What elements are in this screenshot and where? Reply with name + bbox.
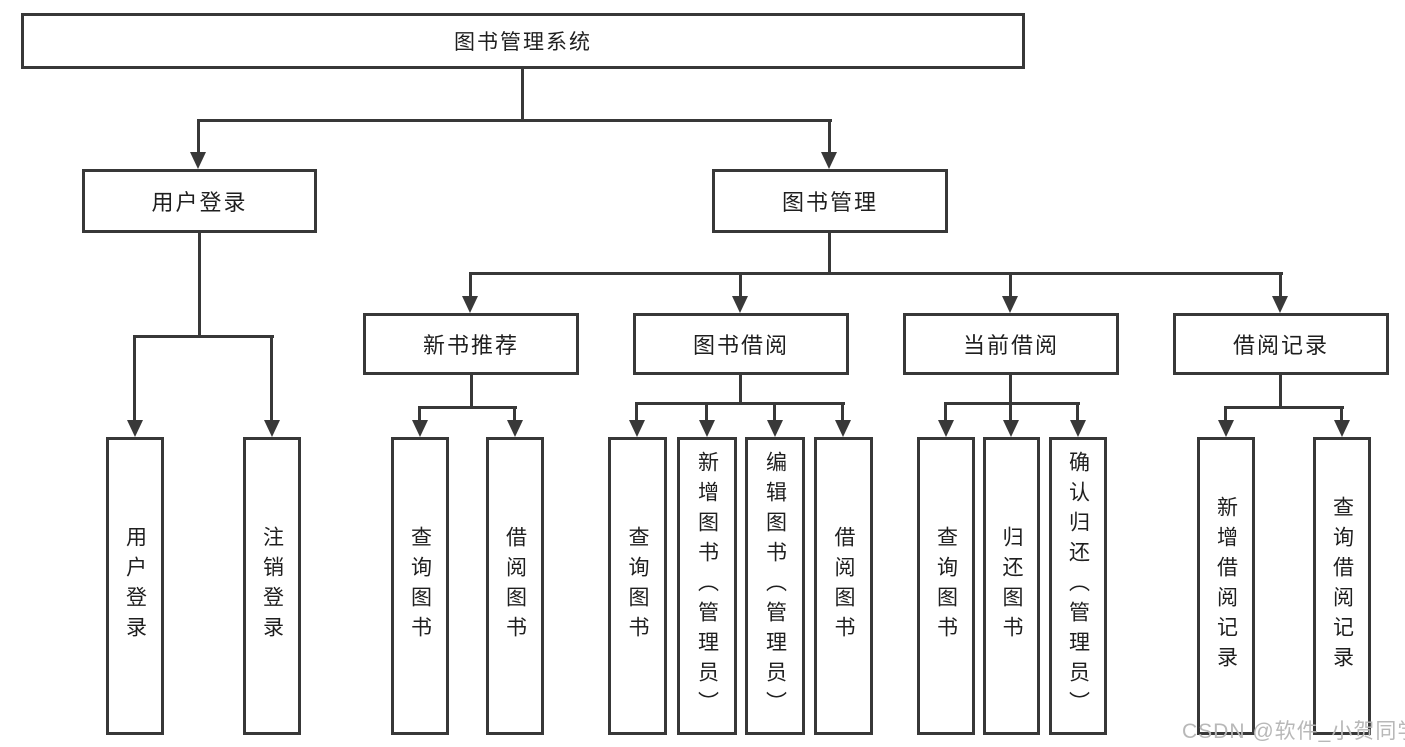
- csdn-watermark: CSDN @软件_小贺同学: [1182, 720, 1405, 743]
- leaf-recommend-query-books-label: 查询图书: [408, 526, 432, 646]
- connector-mgmt-drop: [828, 233, 831, 274]
- connector-level2-bar: [197, 119, 832, 122]
- node-book-management: 图书管理: [712, 169, 948, 233]
- leaf-borrow-edit-books-admin: 编辑图书（管理员）: [745, 437, 805, 735]
- leaf-current-query-books-label: 查询图书: [934, 526, 958, 646]
- node-new-book-recommend-label: 新书推荐: [422, 333, 519, 358]
- leaf-current-confirm-return-admin: 确认归还（管理员）: [1049, 437, 1107, 735]
- connector-book-mgmt-drop: [828, 119, 831, 155]
- connector-records-bar: [1224, 406, 1344, 409]
- arrowhead-recommend-c1: [412, 420, 428, 437]
- leaf-current-confirm-return-admin-label: 确认归还（管理员）: [1066, 451, 1090, 721]
- leaf-borrow-borrow-books-label: 借阅图书: [832, 526, 855, 646]
- leaf-recommend-borrow-books-label: 借阅图书: [503, 526, 527, 646]
- connector-borrow-c4: [841, 402, 844, 422]
- arrowhead-borrow-c2: [699, 420, 715, 437]
- connector-recommend-drop-in: [469, 272, 472, 298]
- node-user-login-label: 用户登录: [151, 190, 248, 215]
- connector-borrow-bar: [635, 402, 845, 405]
- arrowhead-user-login: [190, 152, 206, 169]
- node-book-borrow: 图书借阅: [633, 313, 849, 375]
- arrowhead-records-c2: [1334, 420, 1350, 437]
- leaf-borrow-edit-books-admin-label: 编辑图书（管理员）: [763, 451, 787, 721]
- leaf-borrow-add-books-admin: 新增图书（管理员）: [677, 437, 737, 735]
- connector-records-drop-out: [1279, 375, 1282, 408]
- node-book-management-label: 图书管理: [781, 190, 878, 215]
- leaf-current-return-books-label: 归还图书: [1000, 526, 1023, 646]
- connector-login-bar: [133, 335, 274, 338]
- leaf-borrow-borrow-books: 借阅图书: [814, 437, 873, 735]
- arrowhead-records: [1272, 296, 1288, 313]
- connector-recommend-drop-out: [470, 375, 473, 408]
- leaf-logout: 注销登录: [243, 437, 301, 735]
- connector-recommend-c2: [513, 406, 516, 422]
- arrowhead-borrow: [732, 296, 748, 313]
- leaf-recommend-query-books: 查询图书: [391, 437, 449, 735]
- arrowhead-book-mgmt: [821, 152, 837, 169]
- connector-user-login-drop: [197, 119, 200, 155]
- leaf-recommend-borrow-books: 借阅图书: [486, 437, 544, 735]
- leaf-borrow-query-books: 查询图书: [608, 437, 667, 735]
- leaf-records-add-record-label: 新增借阅记录: [1214, 496, 1238, 676]
- arrowhead-current: [1002, 296, 1018, 313]
- leaf-borrow-add-books-admin-label: 新增图书（管理员）: [695, 451, 719, 721]
- connector-login-drop: [198, 233, 201, 338]
- node-borrow-records: 借阅记录: [1173, 313, 1389, 375]
- connector-current-bar: [944, 402, 1080, 405]
- node-current-borrow: 当前借阅: [903, 313, 1119, 375]
- connector-current-drop-in: [1009, 272, 1012, 298]
- connector-borrow-drop-in: [739, 272, 742, 298]
- connector-login-child1-drop: [133, 335, 136, 422]
- node-root-label: 图书管理系统: [454, 31, 592, 54]
- node-borrow-records-label: 借阅记录: [1232, 333, 1329, 358]
- connector-recommend-bar: [418, 406, 517, 409]
- arrowhead-records-c1: [1218, 420, 1234, 437]
- connector-borrow-c3: [773, 402, 776, 422]
- connector-current-c1: [944, 402, 947, 422]
- leaf-user-login-label: 用户登录: [123, 526, 147, 646]
- arrowhead-login-child1: [127, 420, 143, 437]
- node-user-login: 用户登录: [82, 169, 317, 233]
- leaf-current-query-books: 查询图书: [917, 437, 975, 735]
- leaf-records-query-record: 查询借阅记录: [1313, 437, 1371, 735]
- arrowhead-recommend-c2: [507, 420, 523, 437]
- arrowhead-borrow-c4: [835, 420, 851, 437]
- leaf-borrow-query-books-label: 查询图书: [626, 526, 649, 646]
- connector-borrow-drop-out: [739, 375, 742, 404]
- arrowhead-current-c1: [938, 420, 954, 437]
- connector-records-drop-in: [1279, 272, 1282, 298]
- connector-current-c2: [1009, 402, 1012, 422]
- node-current-borrow-label: 当前借阅: [962, 333, 1059, 358]
- connector-recommend-c1: [418, 406, 421, 422]
- leaf-records-add-record: 新增借阅记录: [1197, 437, 1255, 735]
- leaf-current-return-books: 归还图书: [983, 437, 1040, 735]
- connector-records-c1: [1224, 406, 1227, 422]
- node-new-book-recommend: 新书推荐: [363, 313, 579, 375]
- node-root: 图书管理系统: [21, 13, 1025, 69]
- arrowhead-current-c2: [1003, 420, 1019, 437]
- connector-borrow-c2: [705, 402, 708, 422]
- arrowhead-recommend: [462, 296, 478, 313]
- arrowhead-login-child2: [264, 420, 280, 437]
- connector-current-drop-out: [1009, 375, 1012, 404]
- connector-borrow-c1: [635, 402, 638, 422]
- connector-root-drop: [521, 69, 524, 121]
- connector-current-c3: [1076, 402, 1079, 422]
- connector-login-child2-drop: [270, 335, 273, 422]
- connector-level3-bar: [469, 272, 1283, 275]
- node-book-borrow-label: 图书借阅: [692, 333, 789, 358]
- leaf-logout-label: 注销登录: [260, 526, 284, 646]
- arrowhead-borrow-c1: [629, 420, 645, 437]
- leaf-user-login: 用户登录: [106, 437, 164, 735]
- connector-records-c2: [1340, 406, 1343, 422]
- leaf-records-query-record-label: 查询借阅记录: [1330, 496, 1354, 676]
- arrowhead-current-c3: [1070, 420, 1086, 437]
- arrowhead-borrow-c3: [767, 420, 783, 437]
